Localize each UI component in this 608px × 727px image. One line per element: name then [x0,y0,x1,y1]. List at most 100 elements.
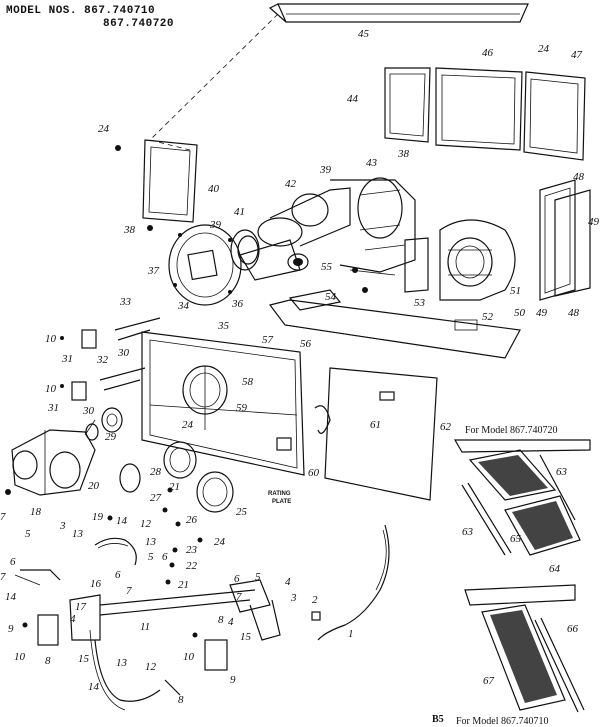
model-numbers-line-2: 867.740720 [103,18,175,30]
callout-42: 42 [285,178,297,190]
callout-17: 17 [75,601,87,613]
top-panel [268,3,529,23]
callout-14: 14 [88,681,100,693]
callout-43: 43 [366,157,378,169]
ring [202,477,228,507]
callout-48: 48 [568,307,580,319]
callout-2: 2 [312,594,318,606]
bracket [288,289,342,311]
callout-40: 40 [208,183,220,195]
callout-1: 1 [348,628,354,640]
callout-22: 22 [186,560,198,572]
base-pan [268,299,521,359]
callout-29: 29 [105,431,117,443]
callout-5: 5 [255,571,261,583]
callout-6: 6 [234,573,240,585]
filter-frame [539,179,591,301]
front-panel [141,331,305,476]
callout-35: 35 [217,320,230,332]
callout-7: 7 [0,511,6,523]
callout-46: 46 [482,47,494,59]
power-cable [375,529,387,591]
callout-38: 38 [397,148,410,160]
callout-27: 27 [150,492,162,504]
callout-49: 49 [588,216,600,228]
callout-63: 63 [462,526,474,538]
callout-41: 41 [234,206,245,218]
callout-30: 30 [117,347,130,359]
callout-23: 23 [186,544,198,556]
dashed-leader [149,13,279,151]
rating-plate-label-1: RATING [268,491,291,497]
callout-50: 50 [514,307,526,319]
callout-3: 3 [59,520,66,532]
callout-9: 9 [230,674,236,686]
callout-32: 32 [96,354,109,366]
callout-48: 48 [573,171,585,183]
callout-24: 24 [98,123,110,135]
screw-icon [22,622,28,628]
callout-10: 10 [183,651,195,663]
callout-8: 8 [178,694,184,706]
callout-15: 15 [240,631,252,643]
callout-9: 9 [8,623,14,635]
cover-plate [37,614,59,646]
callout-30: 30 [82,405,95,417]
ring [119,463,141,493]
callout-13: 13 [145,536,157,548]
control-group [60,317,161,433]
callout-25: 25 [236,506,248,518]
blower [439,219,516,301]
callout-33: 33 [119,296,132,308]
callout-19: 19 [92,511,104,523]
callout-7: 7 [236,591,242,603]
connector [311,611,321,621]
callout-14: 14 [5,591,17,603]
callout-64: 64 [549,563,561,575]
callout-12: 12 [140,518,152,530]
callout-52: 52 [482,311,494,323]
callout-24: 24 [214,536,226,548]
callout-62: 62 [440,421,452,433]
callout-47: 47 [571,49,583,61]
callout-6: 6 [10,556,16,568]
callout-5: 5 [148,551,154,563]
model-710-caption: For Model 867.740710 [456,716,549,727]
callout-20: 20 [88,480,100,492]
callout-39: 39 [319,164,332,176]
model-710-prefix: B5 [432,714,444,725]
baffle [404,237,429,293]
model-720-caption: For Model 867.740720 [465,425,558,436]
callout-65: 65 [510,533,522,545]
callout-61: 61 [370,419,381,431]
callout-63: 63 [556,466,568,478]
callout-37: 37 [147,265,160,277]
callout-12: 12 [145,661,157,673]
callout-8: 8 [218,614,224,626]
power-cable [317,524,390,641]
callout-16: 16 [90,578,102,590]
callout-8: 8 [45,655,51,667]
callout-3: 3 [290,592,297,604]
callout-66: 66 [567,623,579,635]
callout-18: 18 [30,506,42,518]
callout-6: 6 [115,569,121,581]
callout-4: 4 [285,576,291,588]
callout-13: 13 [72,528,84,540]
callout-15: 15 [78,653,90,665]
nut-icon [352,267,358,273]
callout-10: 10 [14,651,26,663]
callout-34: 34 [177,300,190,312]
ring [169,447,191,473]
screw-icon [147,225,153,231]
callout-57: 57 [262,334,274,346]
small-hardware [107,487,203,585]
callout-55: 55 [321,261,333,273]
wiring-harness [14,537,281,711]
callout-10: 10 [45,333,57,345]
callout-58: 58 [242,376,254,388]
callout-7: 7 [126,585,132,597]
nut-icon [362,287,368,293]
burner-plate [168,224,259,306]
